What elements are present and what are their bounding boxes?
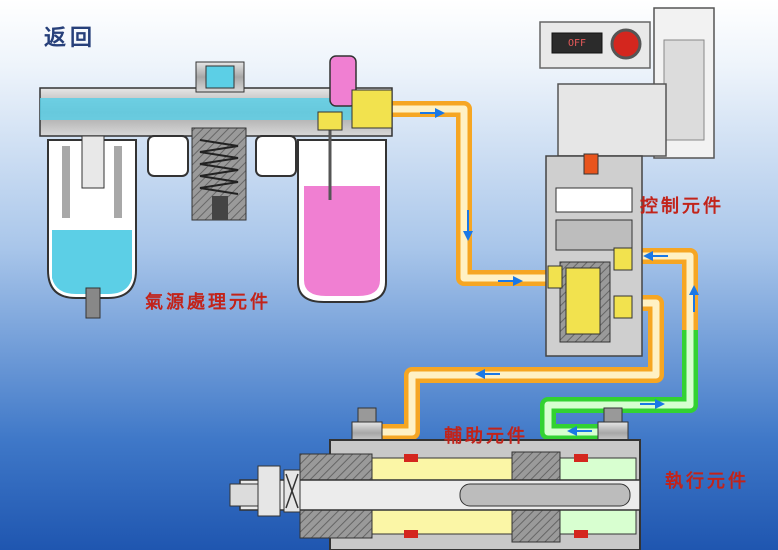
label-auxiliary-element: 輔助元件: [444, 426, 528, 447]
label-air-source-treatment: 氣源處理元件: [145, 292, 271, 313]
label-executive-element: 執行元件: [665, 471, 749, 492]
air-source-treatment-unit: [39, 55, 393, 319]
supply-air-pipes: [380, 101, 698, 440]
solenoid-control-valve: [545, 7, 715, 357]
label-control-element: 控制元件: [640, 196, 724, 217]
switch-display: OFF: [567, 37, 587, 49]
exhaust-air-pipe: [540, 330, 698, 440]
power-button[interactable]: [610, 28, 642, 60]
pneumatic-cylinder: [229, 439, 641, 550]
back-button[interactable]: 返回: [44, 25, 97, 51]
auxiliary-fittings: [351, 407, 629, 445]
